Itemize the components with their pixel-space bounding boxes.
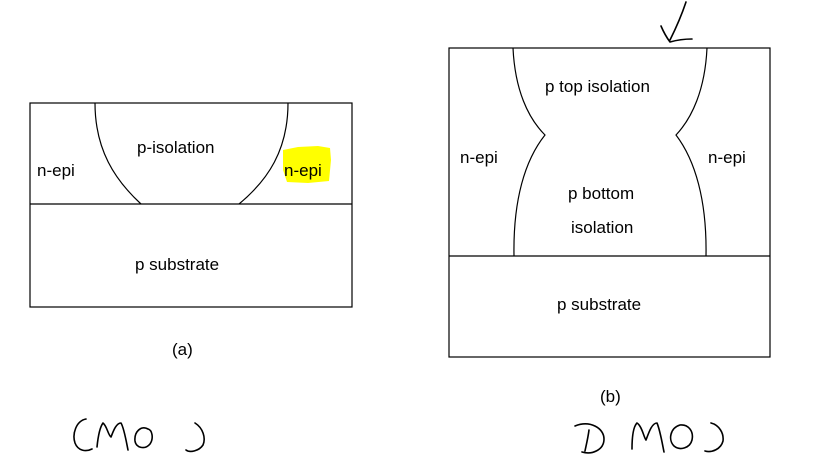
diagram-a-n-epi-left-label: n-epi [37,161,75,180]
diagram-b-isolation-right-edge [675,47,708,257]
highlight-mark [283,146,331,183]
diagram-b-n-epi-left-label: n-epi [460,148,498,167]
diagram-a-n-epi-right-label: n-epi [284,161,322,180]
handwritten-dmos-mark [574,422,724,454]
diagram-a-isolation-right-edge [238,102,289,205]
diagram-b-n-epi-right-label: n-epi [708,148,746,167]
diagram-b-p-substrate-label: p substrate [557,295,641,314]
diagram-b-p-bottom-isolation-label-line2: isolation [571,218,633,237]
diagram-b-frame [448,47,771,358]
diagram-a-p-isolation-label: p-isolation [137,138,215,157]
diagram-a-caption: (a) [172,340,193,359]
diagram-b: p top isolation n-epi n-epi p bottom iso… [448,47,771,406]
handwritten-arrow-icon [660,1,693,43]
handwritten-cmos-mark [73,418,205,453]
diagram-a-p-substrate-label: p substrate [135,255,219,274]
diagram-a: n-epi p-isolation n-epi p substrate (a) [29,102,353,359]
diagram-b-isolation-left-edge [512,47,546,257]
diagram-a-frame [29,102,353,308]
diagram-b-p-bottom-isolation-label-line1: p bottom [568,184,634,203]
diagram-a-isolation-left-edge [94,102,142,205]
handwritten-annotations [73,1,724,454]
diagram-b-caption: (b) [600,387,621,406]
diagram-b-p-top-isolation-label: p top isolation [545,77,650,96]
